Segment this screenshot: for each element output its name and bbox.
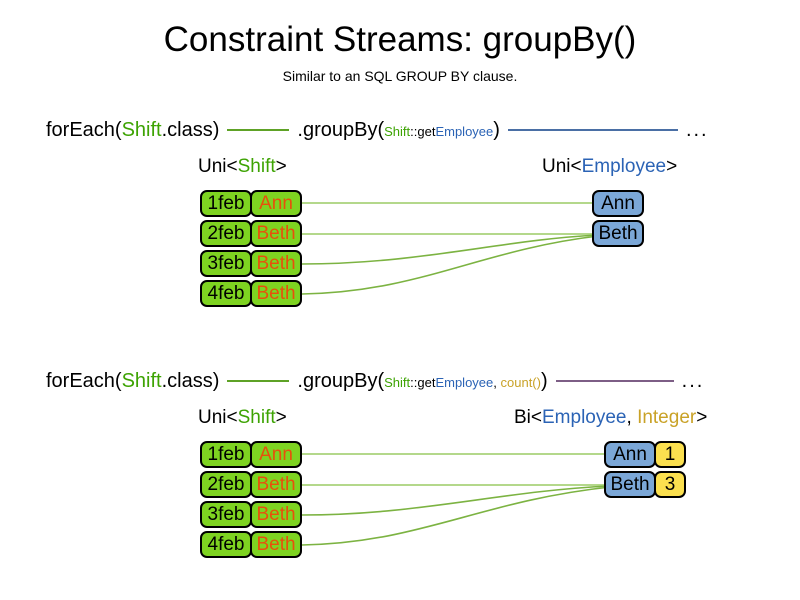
pipeline-ellipsis: ...	[681, 369, 705, 392]
connector-foreach-to-groupby	[227, 129, 290, 131]
type-suffix: >	[696, 407, 708, 428]
for-each-label: forEach(	[46, 118, 122, 141]
mapper-comma: ,	[493, 374, 501, 390]
shift-date-box: 1feb	[200, 190, 252, 217]
type-label-left-section-2: Uni<Shift>	[198, 407, 287, 429]
group-links-section-2	[301, 453, 611, 546]
page-title: Constraint Streams: groupBy()	[163, 20, 637, 59]
pipeline-row-groupby-count: forEach(Shift.class) .groupBy(Shift::get…	[46, 367, 766, 395]
collector-token: count()	[500, 374, 541, 390]
connector-groupby-to-next	[555, 380, 674, 382]
pipeline-ellipsis: ...	[685, 118, 709, 141]
group-by-call: .groupBy(Shift::getEmployee)	[297, 119, 500, 142]
connector-foreach-to-groupby	[227, 380, 290, 382]
type-suffix: >	[666, 156, 678, 177]
for-each-type-token: Shift	[121, 118, 162, 141]
for-each-call: forEach(Shift.class)	[46, 370, 219, 393]
link2-shift-4-to-beth	[301, 486, 611, 546]
group-count-box: 1	[654, 441, 686, 468]
for-each-suffix: .class)	[161, 118, 220, 141]
type-label-right-section-1: Uni<Employee>	[542, 156, 677, 178]
group-by-close-paren: )	[493, 118, 500, 141]
link-shift-4-to-beth	[301, 235, 599, 295]
group-by-label: .groupBy(	[297, 369, 385, 392]
mapper-property-token: Employee	[435, 123, 494, 139]
link2-shift-3-to-beth	[301, 485, 611, 516]
group-links-section-1	[301, 202, 599, 295]
for-each-type-token: Shift	[121, 369, 162, 392]
type-prefix: Bi<	[514, 407, 542, 428]
for-each-call: forEach(Shift.class)	[46, 119, 219, 142]
type-suffix: >	[275, 407, 287, 428]
page-subtitle: Similar to an SQL GROUP BY clause.	[282, 68, 518, 84]
shift-employee-box: Beth	[250, 531, 302, 558]
shift-employee-box: Beth	[250, 250, 302, 277]
connector-groupby-to-next	[507, 129, 678, 131]
mapper-class-token: Shift	[384, 374, 411, 390]
for-each-suffix: .class)	[161, 369, 220, 392]
group-by-label: .groupBy(	[297, 118, 385, 141]
group-employee-box: Beth	[604, 471, 656, 498]
type-prefix: Uni<	[542, 156, 582, 177]
shift-date-box: 1feb	[200, 441, 252, 468]
shift-employee-box: Beth	[250, 471, 302, 498]
shift-employee-box: Ann	[250, 190, 302, 217]
shift-date-box: 4feb	[200, 531, 252, 558]
type-generic: Employee	[581, 156, 667, 177]
type-label-right-section-2: Bi<Employee, Integer>	[514, 407, 707, 429]
group-by-call: .groupBy(Shift::getEmployee, count())	[297, 370, 547, 393]
for-each-label: forEach(	[46, 369, 122, 392]
type-comma: ,	[626, 407, 638, 428]
type-suffix: >	[275, 156, 287, 177]
shift-date-box: 2feb	[200, 220, 252, 247]
group-employee-box: Beth	[592, 220, 644, 247]
shift-date-box: 3feb	[200, 501, 252, 528]
shift-date-box: 4feb	[200, 280, 252, 307]
group-employee-box: Ann	[604, 441, 656, 468]
mapper-class-token: Shift	[384, 123, 411, 139]
shift-date-box: 2feb	[200, 471, 252, 498]
shift-employee-box: Beth	[250, 501, 302, 528]
group-by-close-paren: )	[540, 369, 548, 392]
shift-employee-box: Beth	[250, 280, 302, 307]
type-generic-2: Integer	[637, 407, 697, 428]
shift-date-box: 3feb	[200, 250, 252, 277]
group-count-box: 3	[654, 471, 686, 498]
type-generic: Shift	[237, 156, 276, 177]
mapper-separator: ::get	[410, 123, 436, 139]
mapper-property-token: Employee	[435, 374, 494, 390]
type-prefix: Uni<	[198, 156, 238, 177]
type-generic: Employee	[542, 407, 627, 428]
shift-employee-box: Ann	[250, 441, 302, 468]
mapper-separator: ::get	[410, 374, 436, 390]
type-label-left-section-1: Uni<Shift>	[198, 156, 287, 178]
shift-employee-box: Beth	[250, 220, 302, 247]
pipeline-row-groupby-simple: forEach(Shift.class) .groupBy(Shift::get…	[46, 116, 766, 144]
type-generic: Shift	[237, 407, 276, 428]
type-prefix: Uni<	[198, 407, 238, 428]
group-employee-box: Ann	[592, 190, 644, 217]
link-shift-3-to-beth	[301, 234, 599, 265]
